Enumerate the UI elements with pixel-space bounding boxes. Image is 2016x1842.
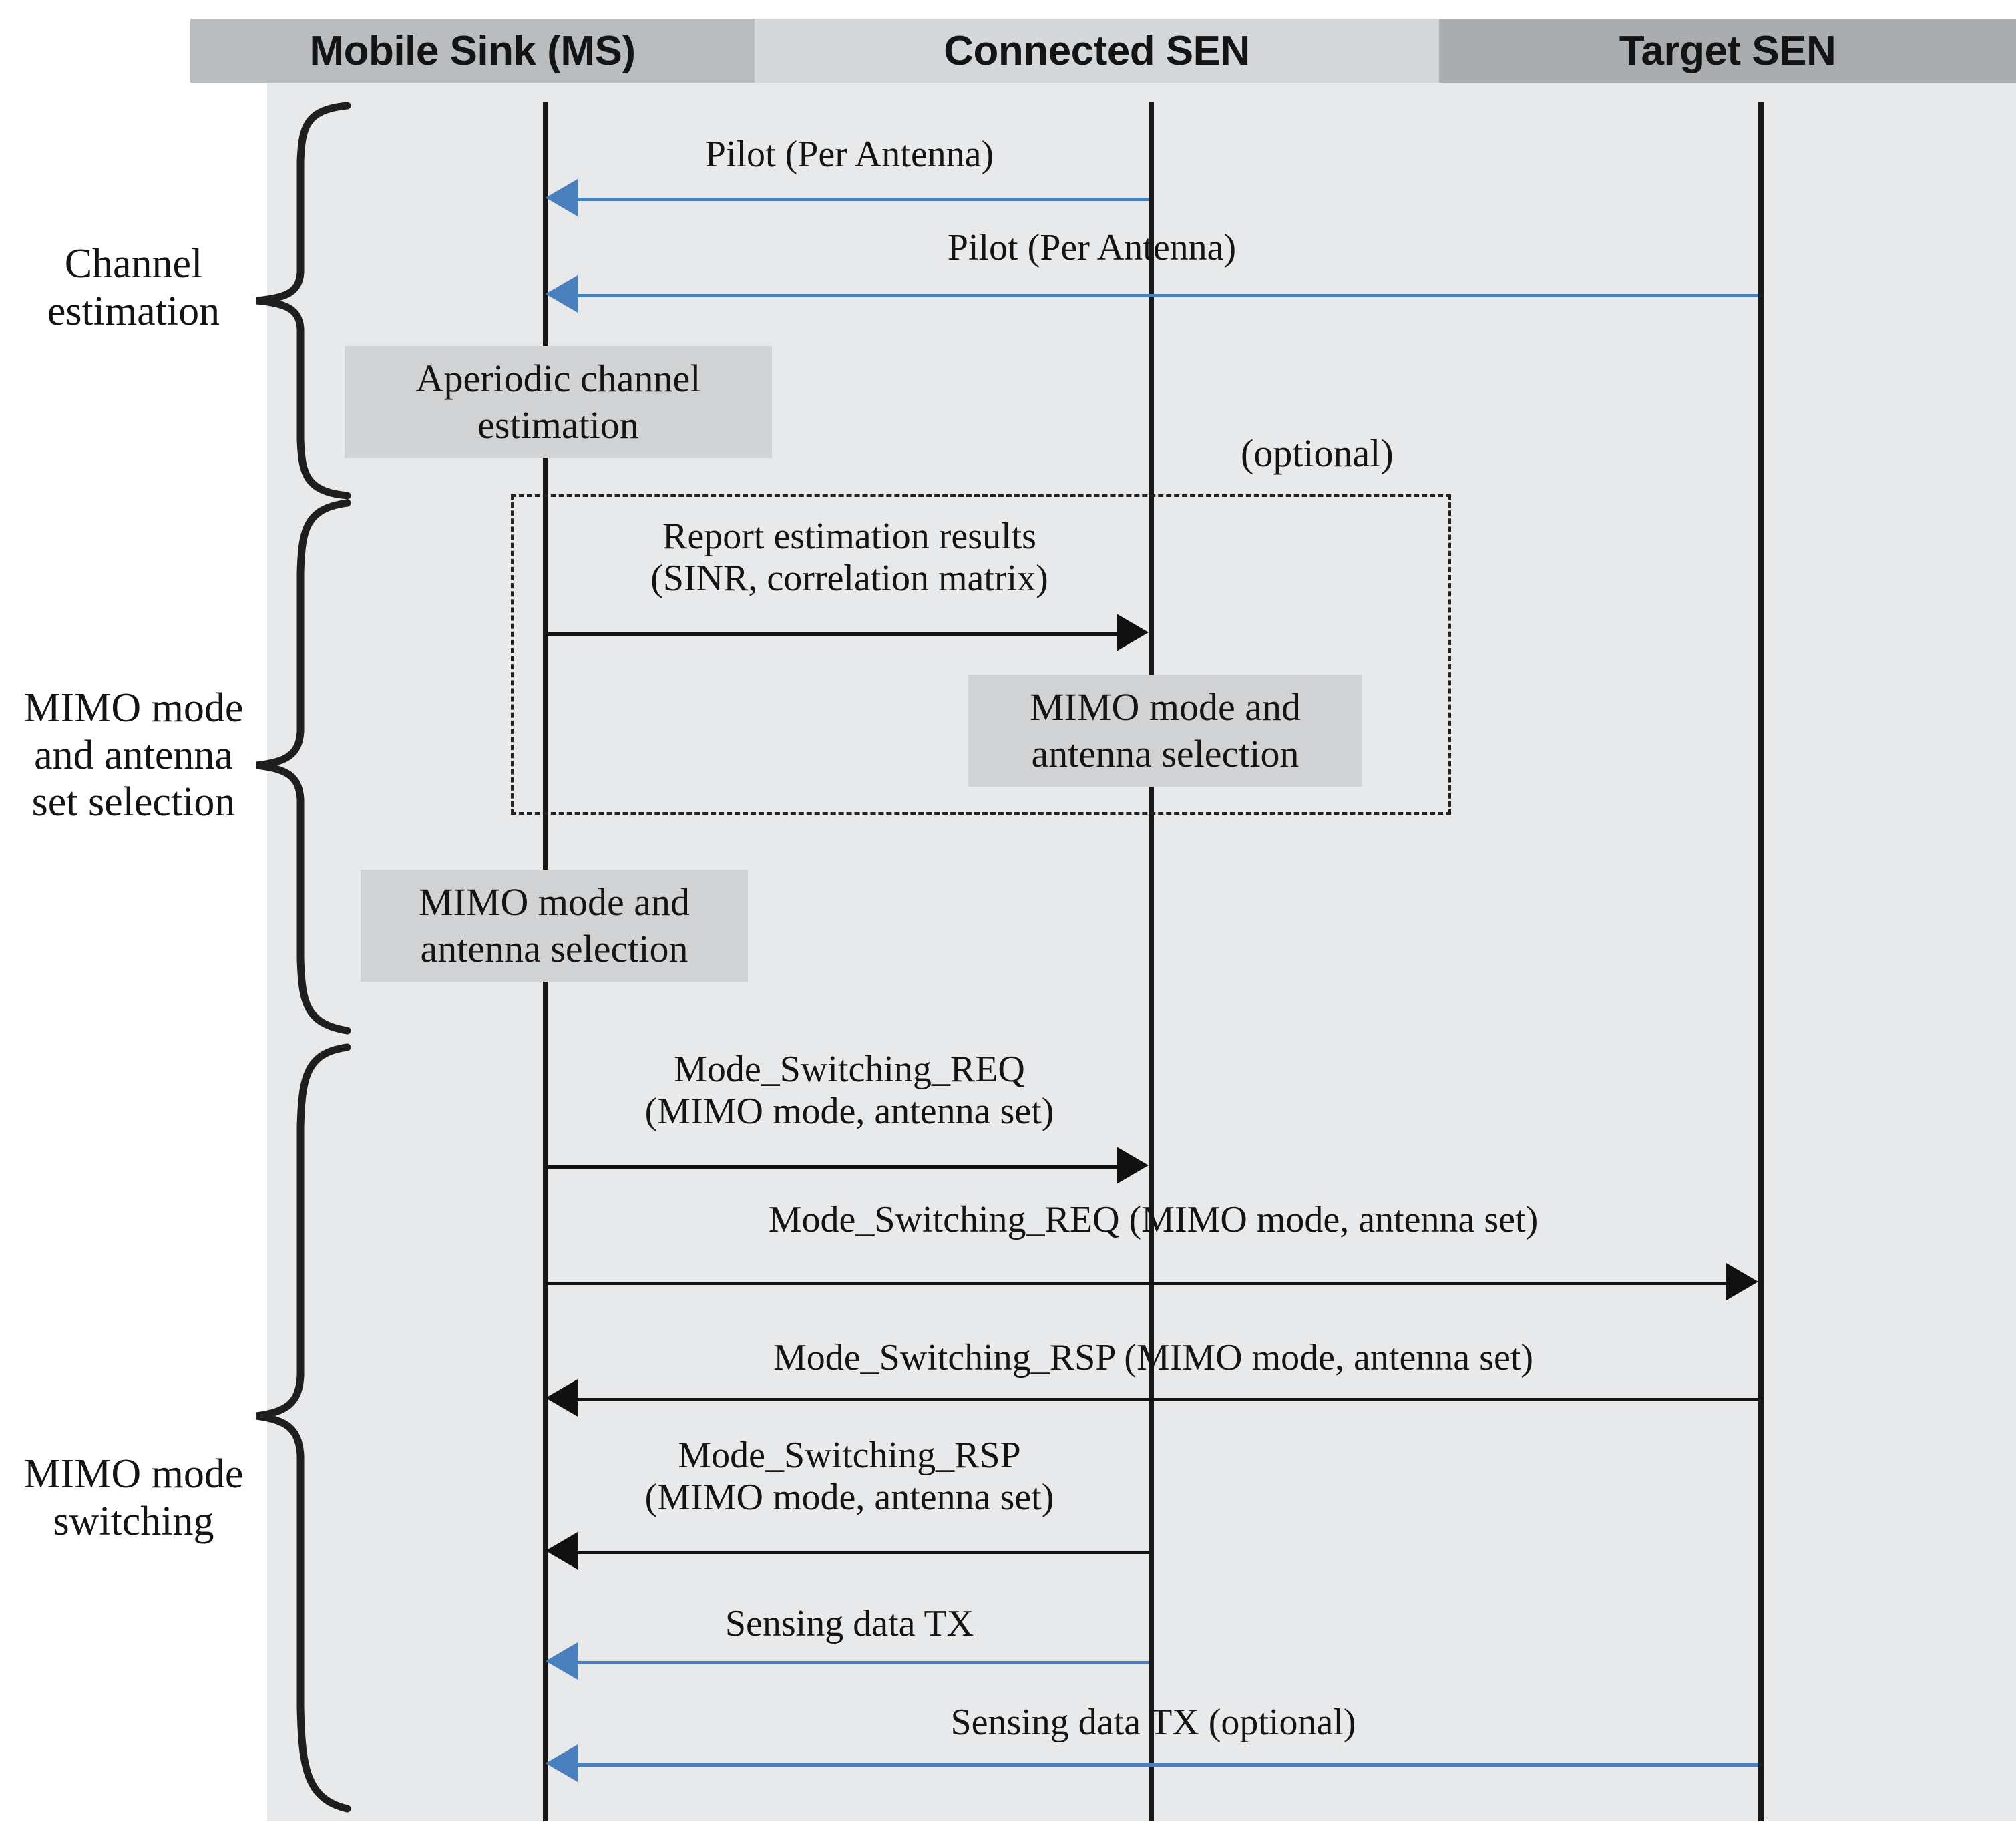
arrowhead-left-icon [546, 275, 578, 313]
arrowhead-left-icon [546, 1744, 578, 1782]
arrowhead-right-icon [1117, 614, 1149, 651]
message-label-sensing-data-tx-2: Sensing data TX (optional) [950, 1702, 1356, 1743]
brace-channel-estimation [256, 102, 351, 500]
lifeline-connected-sen [1149, 102, 1154, 1821]
message-label-mode-switching-rsp-2: Mode_Switching_RSP (MIMO mode, antenna s… [644, 1435, 1054, 1518]
message-label-pilot-1: Pilot (Per Antenna) [704, 134, 994, 175]
arrowhead-right-icon [1726, 1263, 1758, 1300]
lifeline-target-sen [1758, 102, 1764, 1821]
arrowhead-left-icon [546, 1642, 578, 1680]
phase-label-mimo-selection: MIMO mode and antenna set selection [23, 685, 244, 825]
phase-label-mimo-switching: MIMO mode switching [23, 1451, 244, 1544]
brace-mimo-selection [256, 499, 351, 1035]
activation-aperiodic-channel-estimation: Aperiodic channel estimation [345, 346, 772, 458]
lifeline-header-connected-sen[interactable]: Connected SEN [755, 19, 1439, 83]
lifeline-header-mobile-sink[interactable]: Mobile Sink (MS) [190, 19, 755, 83]
arrowhead-left-icon [546, 1532, 578, 1570]
message-label-mode-switching-rsp-1: Mode_Switching_RSP (MIMO mode, antenna s… [773, 1337, 1534, 1378]
message-label-mode-switching-req-1: Mode_Switching_REQ (MIMO mode, antenna s… [644, 1049, 1054, 1132]
message-label-mode-switching-req-2: Mode_Switching_REQ (MIMO mode, antenna s… [768, 1199, 1539, 1240]
message-label-sensing-data-tx-1: Sensing data TX [725, 1603, 974, 1644]
message-label-pilot-2: Pilot (Per Antenna) [947, 227, 1237, 268]
phase-label-channel-estimation: Channel estimation [47, 241, 220, 334]
activation-mimo-selection-connected-sen: MIMO mode and antenna selection [968, 675, 1362, 787]
annotation-optional-note: (optional) [1241, 431, 1394, 475]
fragment-optional-dashed-box [511, 494, 1451, 815]
arrowhead-left-icon [546, 179, 578, 216]
message-label-report-estimation: Report estimation results (SINR, correla… [650, 516, 1048, 599]
arrowhead-left-icon [546, 1379, 578, 1417]
activation-mimo-selection-mobile-sink: MIMO mode and antenna selection [361, 870, 748, 982]
brace-mimo-switching [256, 1043, 351, 1813]
arrowhead-right-icon [1117, 1147, 1149, 1184]
lifeline-header-target-sen[interactable]: Target SEN [1439, 19, 2016, 83]
